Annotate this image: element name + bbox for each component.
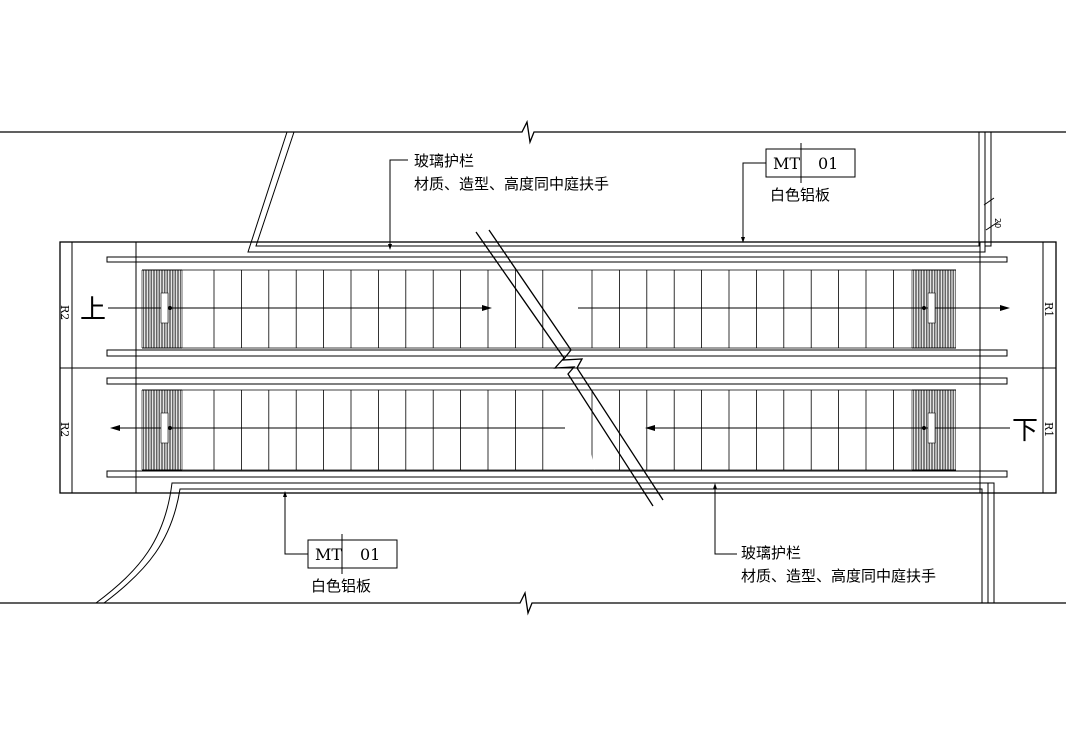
comb-plates xyxy=(141,269,956,471)
balustrade-bottom xyxy=(95,482,995,604)
direction-down-label: 下 xyxy=(1012,416,1038,446)
callout-material-top: MT 01 白色铝板 xyxy=(741,143,856,243)
handrail-labels xyxy=(160,292,936,444)
dimension-mark: 20 xyxy=(983,192,1002,232)
callout-material-bottom: MT 01 白色铝板 xyxy=(283,491,398,595)
direction-arrows xyxy=(108,305,1010,431)
floor-edge-top xyxy=(0,119,1066,145)
material-bottom-code: MT xyxy=(315,545,342,564)
end-marker-left-bottom: R2 xyxy=(58,422,71,437)
direction-up-label: 上 xyxy=(80,295,106,325)
material-top-code: MT xyxy=(773,154,800,173)
end-marker-left-top: R2 xyxy=(58,305,71,320)
glass-bottom-line1: 玻璃护栏 xyxy=(741,544,801,562)
handrails xyxy=(106,256,1008,478)
glass-top-line2: 材质、造型、高度同中庭扶手 xyxy=(414,175,609,193)
material-bottom-number: 01 xyxy=(360,545,380,564)
material-bottom-desc: 白色铝板 xyxy=(311,577,371,595)
callout-glass-top: 玻璃护栏 材质、造型、高度同中庭扶手 xyxy=(388,152,609,250)
break-line xyxy=(475,229,664,507)
material-top-number: 01 xyxy=(818,154,838,173)
end-marker-right-top: R1 xyxy=(1042,302,1055,317)
end-marker-right-bottom: R1 xyxy=(1042,422,1055,437)
escalator-steps-right xyxy=(526,269,912,471)
dimension-value: 20 xyxy=(993,218,1002,228)
floor-edge-bottom xyxy=(0,590,1066,616)
material-top-desc: 白色铝板 xyxy=(770,186,830,204)
glass-bottom-line2: 材质、造型、高度同中庭扶手 xyxy=(741,567,936,585)
callout-glass-bottom: 玻璃护栏 材质、造型、高度同中庭扶手 xyxy=(713,483,936,585)
balustrade-top xyxy=(247,131,992,253)
escalator-steps-left xyxy=(182,269,640,471)
glass-top-line1: 玻璃护栏 xyxy=(414,152,474,170)
